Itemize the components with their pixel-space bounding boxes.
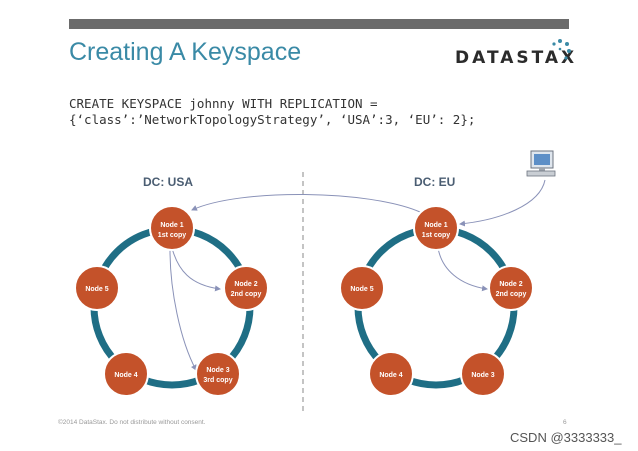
- usa-node-4-label: Node 4: [114, 372, 137, 379]
- eu-node-2-copy: 2nd copy: [496, 291, 527, 298]
- datastax-logo: DATASTAX: [455, 48, 578, 68]
- eu-node-1-copy: 1st copy: [422, 232, 451, 239]
- usa-node-2-copy: 2nd copy: [231, 291, 262, 298]
- eu-node-4-label: Node 4: [379, 372, 402, 379]
- usa-node-5-label: Node 5: [85, 286, 108, 293]
- watermark: CSDN @3333333_: [510, 430, 622, 445]
- footer-copyright: ©2014 DataStax. Do not distribute withou…: [58, 419, 206, 426]
- usa-node-1: Node 1 1st copy: [149, 205, 195, 251]
- dc-usa-label: DC: USA: [143, 175, 193, 189]
- usa-node-1-label: Node 1: [160, 222, 183, 229]
- usa-node-5: Node 5: [74, 265, 120, 311]
- eu-node-5: Node 5: [339, 265, 385, 311]
- usa-node-1-copy: 1st copy: [158, 232, 187, 239]
- eu-node-1: Node 1 1st copy: [413, 205, 459, 251]
- computer-icon: [526, 150, 556, 177]
- page-number: 6: [563, 419, 567, 426]
- code-line-2: {‘class’:’NetworkTopologyStrategy’, ‘USA…: [69, 112, 476, 127]
- usa-node-3: Node 3 3rd copy: [195, 351, 241, 397]
- arrow-eu-to-usa: [191, 194, 421, 213]
- eu-node-3-label: Node 3: [471, 372, 494, 379]
- top-bar: [69, 19, 569, 29]
- eu-node-2-label: Node 2: [499, 281, 522, 288]
- usa-node-2: Node 2 2nd copy: [223, 265, 269, 311]
- eu-node-3: Node 3: [460, 351, 506, 397]
- usa-node-3-label: Node 3: [206, 367, 229, 374]
- eu-node-5-label: Node 5: [350, 286, 373, 293]
- arrow-usa-n1-to-n3: [169, 249, 197, 371]
- slide-title: Creating A Keyspace: [69, 38, 302, 66]
- arrow-usa-n1-to-n2: [171, 247, 221, 292]
- usa-node-3-copy: 3rd copy: [203, 377, 232, 384]
- eu-node-2: Node 2 2nd copy: [488, 265, 534, 311]
- usa-node-2-label: Node 2: [234, 281, 257, 288]
- dc-eu-label: DC: EU: [414, 175, 456, 189]
- arrow-eu-n1-to-n2: [437, 247, 488, 292]
- eu-node-4: Node 4: [368, 351, 414, 397]
- code-line-1: CREATE KEYSPACE johnny WITH REPLICATION …: [69, 96, 378, 111]
- usa-node-4: Node 4: [103, 351, 149, 397]
- arrow-client-to-eu: [459, 179, 546, 227]
- eu-node-1-label: Node 1: [424, 222, 447, 229]
- logo-dots-icon: [552, 39, 571, 60]
